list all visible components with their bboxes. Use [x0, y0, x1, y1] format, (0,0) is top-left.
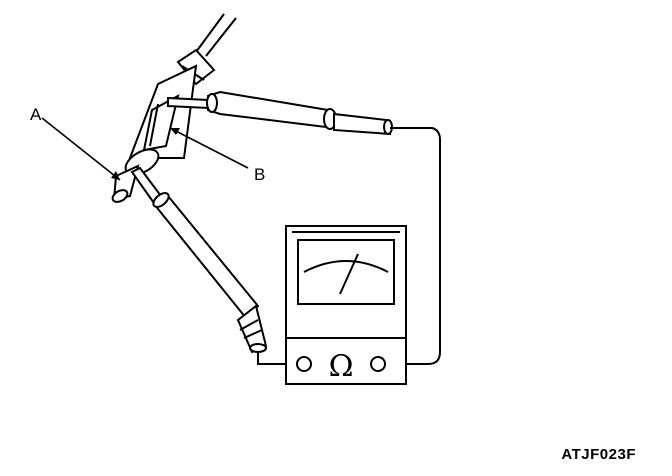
meter-needle — [339, 253, 359, 295]
callout-a — [41, 117, 121, 181]
sensor-component — [111, 48, 216, 203]
ohmmeter — [285, 225, 407, 385]
callout-b — [169, 127, 249, 169]
label-a: A — [30, 105, 42, 124]
probe-lower — [130, 166, 268, 354]
meter-terminal-left — [296, 356, 312, 372]
ohm-symbol: Ω — [329, 349, 354, 384]
harness-cable — [195, 13, 237, 57]
meter-terminal-right — [370, 356, 386, 372]
figure-code: ATJF023F — [561, 446, 636, 463]
probe-upper — [167, 90, 393, 136]
label-b: B — [254, 165, 265, 184]
